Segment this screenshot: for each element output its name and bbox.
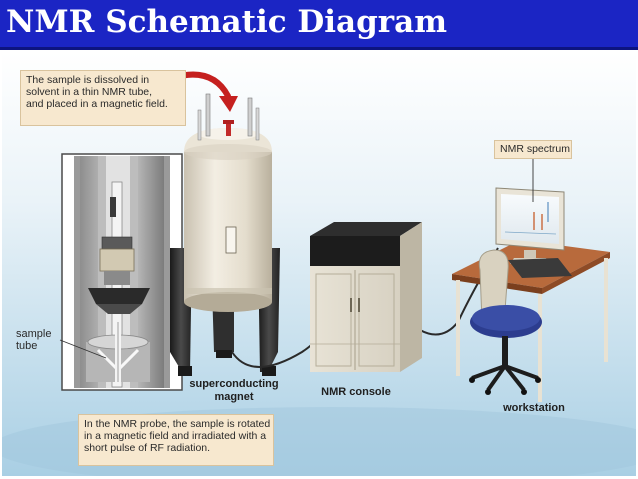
title-underline	[0, 47, 638, 50]
nmr-console-cabinet-icon	[310, 222, 422, 372]
callout-line: short pulse of RF radiation.	[84, 442, 211, 454]
title-bar: NMR Schematic Diagram	[0, 0, 638, 47]
sample-tube-label-line: tube	[16, 340, 38, 352]
diagram-scene: The sample is dissolved in solvent in a …	[0, 52, 638, 479]
workstation-label: workstation	[503, 402, 565, 414]
probe-cutaway-icon	[61, 153, 183, 391]
sample-tube-pointer	[59, 339, 107, 359]
superconducting-magnet-label: superconducting magnet	[184, 378, 284, 404]
magnet-label-line: superconducting	[189, 378, 279, 390]
nmr-spectrum-callout: NMR spectrum	[494, 140, 572, 159]
callout-line: and placed in a magnetic field.	[26, 98, 168, 110]
callout-line: The sample is dissolved in	[26, 74, 150, 86]
nmr-spectrum-label: NMR spectrum	[500, 143, 571, 155]
sample-tube-label: sample tube	[16, 328, 51, 352]
slide-title: NMR Schematic Diagram	[6, 4, 448, 40]
sample-dissolved-callout: The sample is dissolved in solvent in a …	[20, 70, 186, 126]
callout-line: in a magnetic field and irradiated with …	[84, 430, 267, 442]
sample-tube-label-line: sample	[16, 328, 52, 340]
keyboard-icon	[508, 258, 572, 278]
nmr-probe-callout: In the NMR probe, the sample is rotated …	[78, 414, 274, 466]
magnet-label-line: magnet	[214, 391, 254, 403]
callout-line: solvent in a thin NMR tube,	[26, 86, 153, 98]
office-chair-icon	[469, 249, 542, 395]
diagram-illustration	[0, 52, 638, 479]
superconducting-magnet-icon	[170, 93, 280, 376]
monitor-icon	[495, 187, 565, 264]
callout-line: In the NMR probe, the sample is rotated	[84, 418, 271, 430]
nmr-console-label: NMR console	[321, 386, 391, 398]
